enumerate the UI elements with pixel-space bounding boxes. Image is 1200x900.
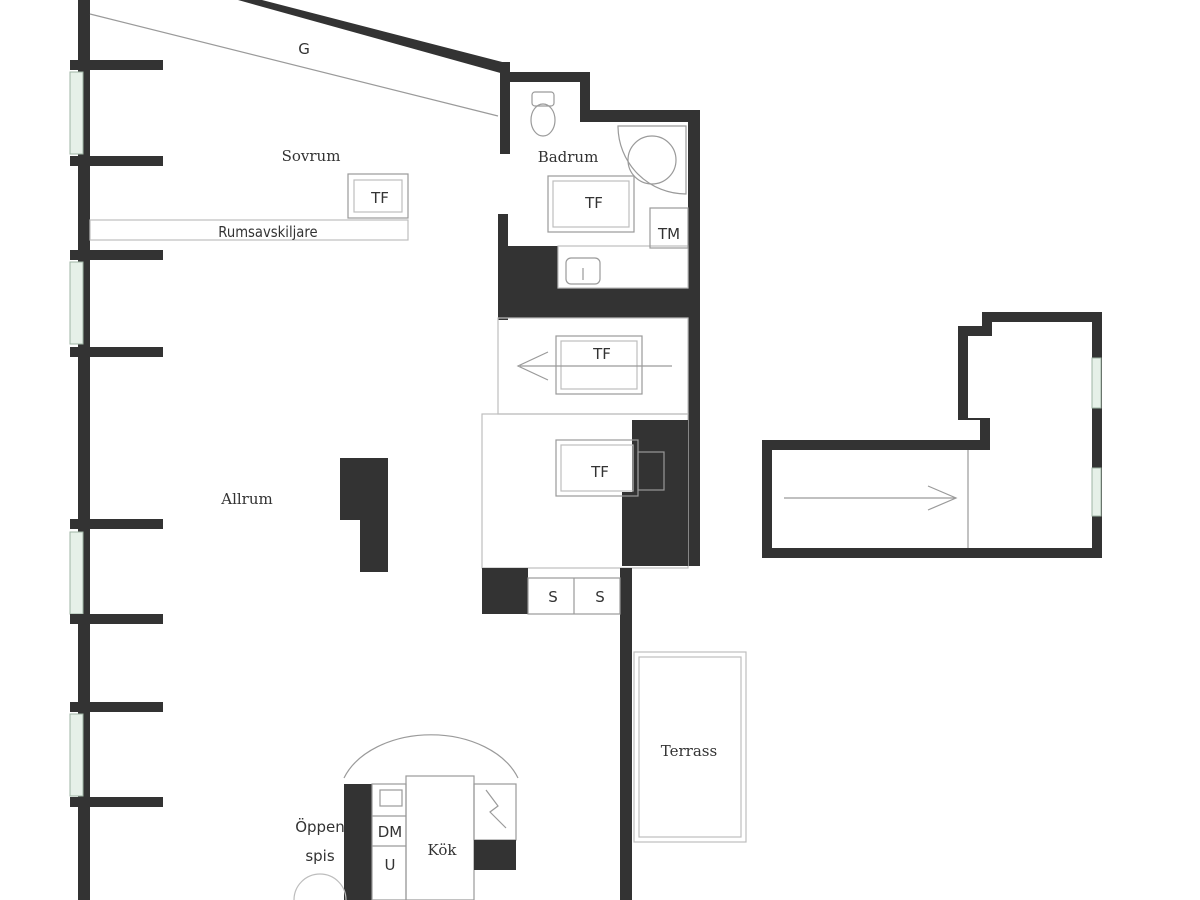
- window-2: [69, 261, 84, 345]
- stove-icon: [485, 789, 507, 829]
- room-label-kok: Kök: [428, 841, 458, 859]
- corner-bathtub-icon: [617, 125, 687, 195]
- sink-icon: [565, 257, 601, 285]
- chimney-block: [340, 458, 388, 572]
- label-s-1: S: [548, 588, 558, 606]
- label-oppen: Öppen: [295, 817, 345, 836]
- label-tf-sovrum: TF: [370, 189, 389, 207]
- label-spis: spis: [305, 847, 335, 865]
- north-wall: [89, 0, 510, 154]
- label-tf-badrum: TF: [584, 194, 603, 212]
- label-tf-hall: TF: [592, 345, 611, 363]
- arrow-left-icon: [516, 351, 672, 381]
- annex-window-2: [1091, 467, 1102, 517]
- room-label-allrum: Allrum: [220, 490, 272, 508]
- label-dm: DM: [378, 823, 403, 841]
- window-3: [69, 531, 84, 615]
- label-u: U: [385, 856, 396, 874]
- kitchen: [293, 734, 519, 900]
- west-wall: [69, 0, 163, 900]
- toilet-icon: [530, 91, 556, 137]
- room-label-badrum: Badrum: [538, 148, 599, 166]
- annex-window-1: [1091, 357, 1102, 409]
- bedroom: [89, 173, 409, 241]
- window-4: [69, 713, 84, 797]
- bathroom: [498, 72, 700, 566]
- label-tm: TM: [657, 225, 680, 243]
- room-label-sovrum: Sovrum: [282, 147, 341, 165]
- annex: [762, 312, 1102, 558]
- fireplace-icon: [293, 873, 347, 900]
- entrance: [481, 413, 689, 900]
- arrow-right-icon: [784, 485, 958, 511]
- terrace: [620, 651, 747, 843]
- label-g: G: [298, 40, 310, 58]
- label-s-2: S: [595, 588, 605, 606]
- label-rumsavskiljare: Rumsavskiljare: [218, 224, 317, 241]
- label-tf-entrance: TF: [590, 463, 609, 481]
- window-1: [69, 71, 84, 155]
- room-label-terrass: Terrass: [661, 742, 717, 760]
- hallway: [497, 317, 689, 415]
